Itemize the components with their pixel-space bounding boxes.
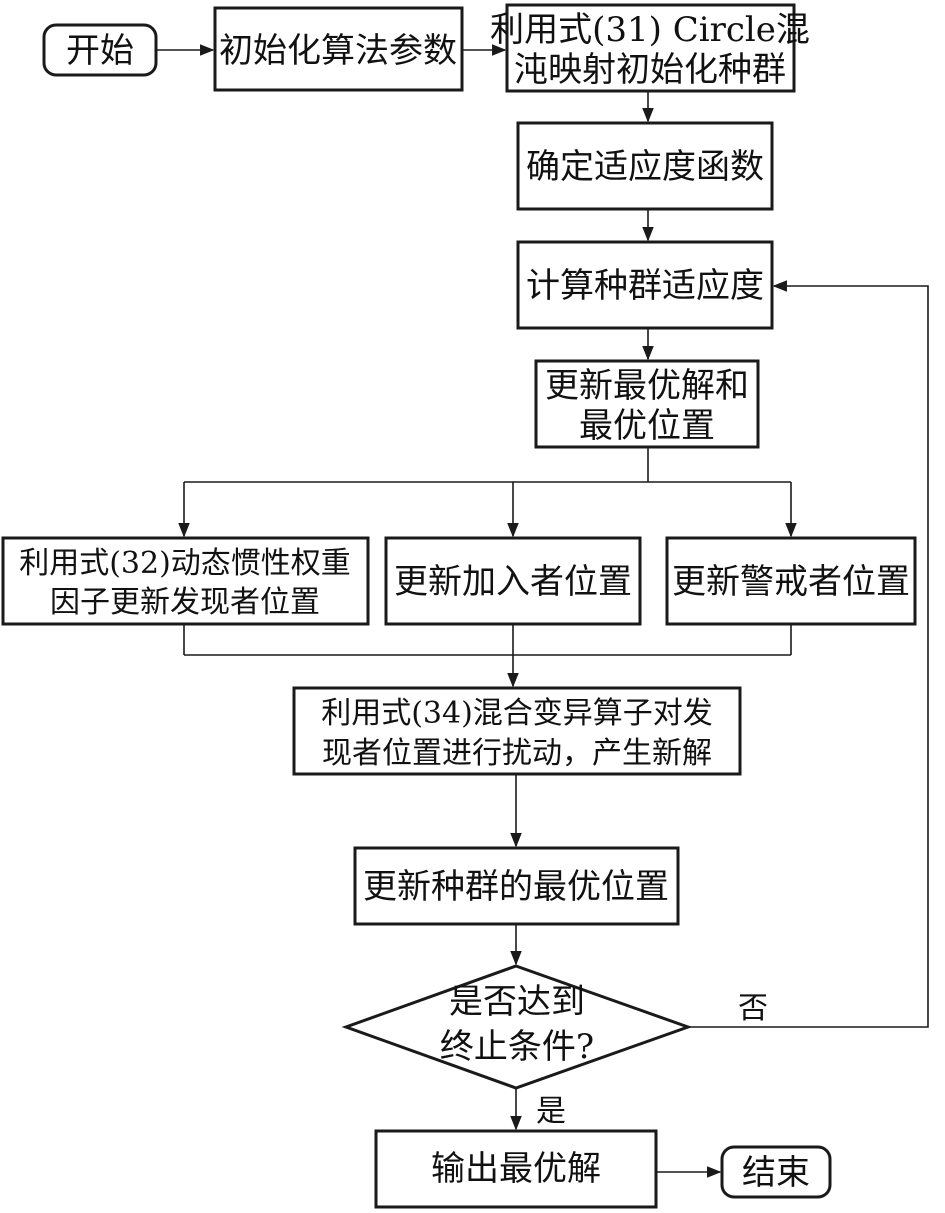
output-best-box: 输出最优解 [374,1129,658,1209]
update-pop-best-box: 更新种群的最优位置 [353,846,680,926]
output-best-label: 输出最优解 [431,1149,601,1189]
mutation-label-2: 现者位置进行扰动，产生新解 [322,736,712,771]
no-edge-label: 否 [738,991,768,1026]
update-discoverer-label-2: 因子更新发现者位置 [50,585,320,620]
update-best-label-2: 最优位置 [579,406,715,446]
circle-init-label-2: 沌映射初始化种群 [514,50,786,90]
init-params-label: 初始化算法参数 [219,31,457,71]
mutation-label-1: 利用式(34)混合变异算子对发 [321,696,713,731]
update-best-label-1: 更新最优解和 [545,366,749,406]
decision-diamond: 是否达到 终止条件? [341,964,693,1090]
circle-init-label-1: 利用式(31) Circle混 [490,10,810,50]
init-params-box: 初始化算法参数 [213,6,464,92]
update-best-box: 更新最优解和 最优位置 [534,359,760,449]
update-alert-label: 更新警戒者位置 [672,562,910,602]
yes-edge-label: 是 [536,1094,566,1129]
end-terminal: 结束 [720,1145,832,1199]
update-joiner-box: 更新加入者位置 [384,536,642,626]
start-terminal: 开始 [42,23,158,77]
decision-label-1: 是否达到 [449,982,585,1022]
loop-back-no [688,280,929,1028]
connectors [156,44,929,1178]
update-alert-box: 更新警戒者位置 [665,536,917,626]
fitness-function-box: 确定适应度函数 [516,121,774,211]
update-joiner-label: 更新加入者位置 [394,562,632,602]
decision-label-2: 终止条件? [440,1027,594,1067]
calc-fitness-label: 计算种群适应度 [526,266,764,306]
calc-fitness-box: 计算种群适应度 [516,240,774,330]
end-label: 结束 [742,1153,810,1193]
circle-init-box: 利用式(31) Circle混 沌映射初始化种群 [490,3,810,93]
update-discoverer-label-1: 利用式(32)动态惯性权重 [19,546,351,581]
mutation-box: 利用式(34)混合变异算子对发 现者位置进行扰动，产生新解 [292,686,742,776]
update-discoverer-box: 利用式(32)动态惯性权重 因子更新发现者位置 [1,536,370,626]
update-pop-best-label: 更新种群的最优位置 [363,867,669,907]
fitness-function-label: 确定适应度函数 [526,147,764,187]
start-label: 开始 [66,31,134,71]
